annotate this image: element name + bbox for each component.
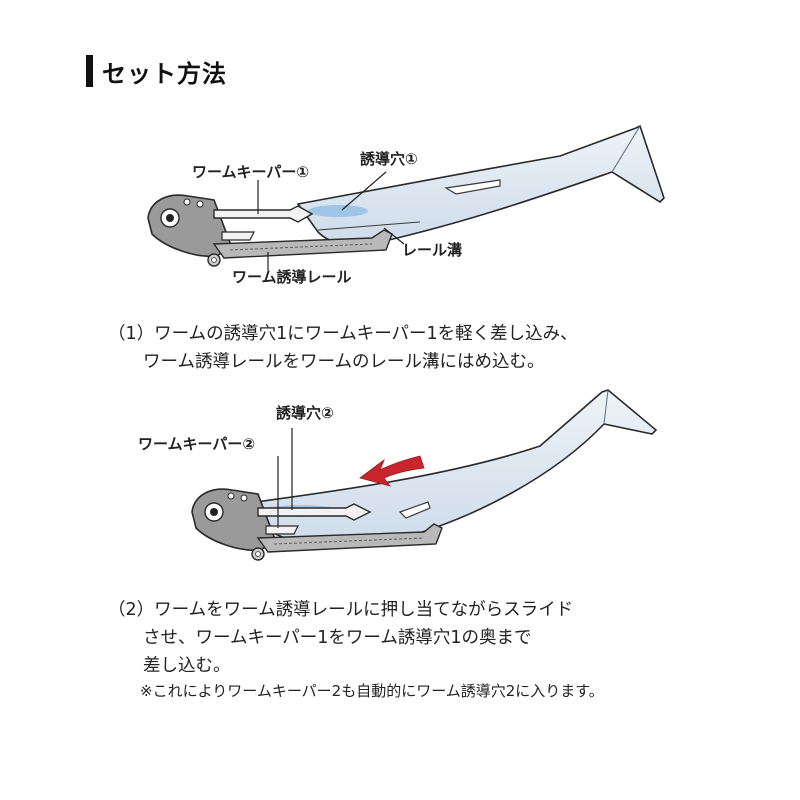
step-1-caption: （1）ワームの誘導穴1にワームキーパー1を軽く差し込み、 ワーム誘導レールをワー… [108, 320, 578, 376]
guide-rail-grooves [229, 243, 373, 251]
jig-hole-top [183, 198, 191, 206]
section-title: セット方法 [102, 59, 227, 88]
worm-tail-line [603, 389, 609, 425]
guide-rail [256, 523, 443, 553]
worm-keeper-1 [257, 503, 372, 521]
step-2-line-1: （2）ワームをワーム誘導レールに押し当てながらスライド [108, 600, 574, 620]
callout-rail-groove: レール溝 [402, 241, 463, 259]
jig-hole-top [227, 492, 235, 500]
callout-worm-keeper-2: ワームキーパー② [138, 435, 256, 453]
jig-eye-pupil [210, 508, 218, 516]
step-2-note: ※これによりワームキーパー2も自動的にワーム誘導穴2に入ります。 [140, 682, 604, 700]
step-1-line-2: ワーム誘導レールをワームのレール溝にはめ込む。 [108, 352, 545, 372]
figure-2-illustration [191, 389, 658, 561]
guide-rail-grooves [273, 537, 425, 545]
jig-hole-top-2 [240, 494, 248, 502]
worm-keeper-2 [221, 231, 255, 241]
jig-eye-pupil [166, 214, 174, 222]
leader-guide-hole-1 [341, 171, 387, 211]
step-2-line-3: 差し込む。 [108, 656, 231, 676]
header-bar [86, 55, 93, 87]
worm-tail-line [611, 125, 641, 173]
callout-guide-hole-1: 誘導穴① [360, 150, 418, 168]
guide-hole-slot [444, 179, 501, 195]
callout-guide-hole-2: 誘導穴② [276, 404, 334, 422]
worm-keeper-1 [213, 205, 314, 223]
guide-hole-highlight [308, 205, 368, 217]
callout-guide-rail: ワーム誘導レール [232, 268, 352, 286]
figure-2: 誘導穴② ワームキーパー② [0, 380, 800, 590]
figure-1: ワームキーパー① 誘導穴① レール溝 ワーム誘導レール [0, 110, 800, 310]
jig-hole-top-2 [196, 200, 204, 208]
step-2-caption: （2）ワームをワーム誘導レールに押し当てながらスライド させ、ワームキーパー1を… [108, 596, 573, 680]
callout-worm-keeper-1: ワームキーパー① [192, 163, 310, 181]
figure-1-illustration [147, 124, 665, 270]
worm-keeper-2 [265, 525, 299, 535]
guide-hole-slot [398, 501, 431, 519]
leader-rail-groove [383, 227, 405, 245]
section-header: セット方法 [86, 54, 227, 88]
step-2-line-2: させ、ワームキーパー1をワーム誘導穴1の奥まで [108, 628, 532, 648]
slide-arrow-icon [359, 455, 425, 487]
step-1-line-1: （1）ワームの誘導穴1にワームキーパー1を軽く差し込み、 [108, 324, 578, 344]
rail-groove-line [317, 221, 421, 231]
